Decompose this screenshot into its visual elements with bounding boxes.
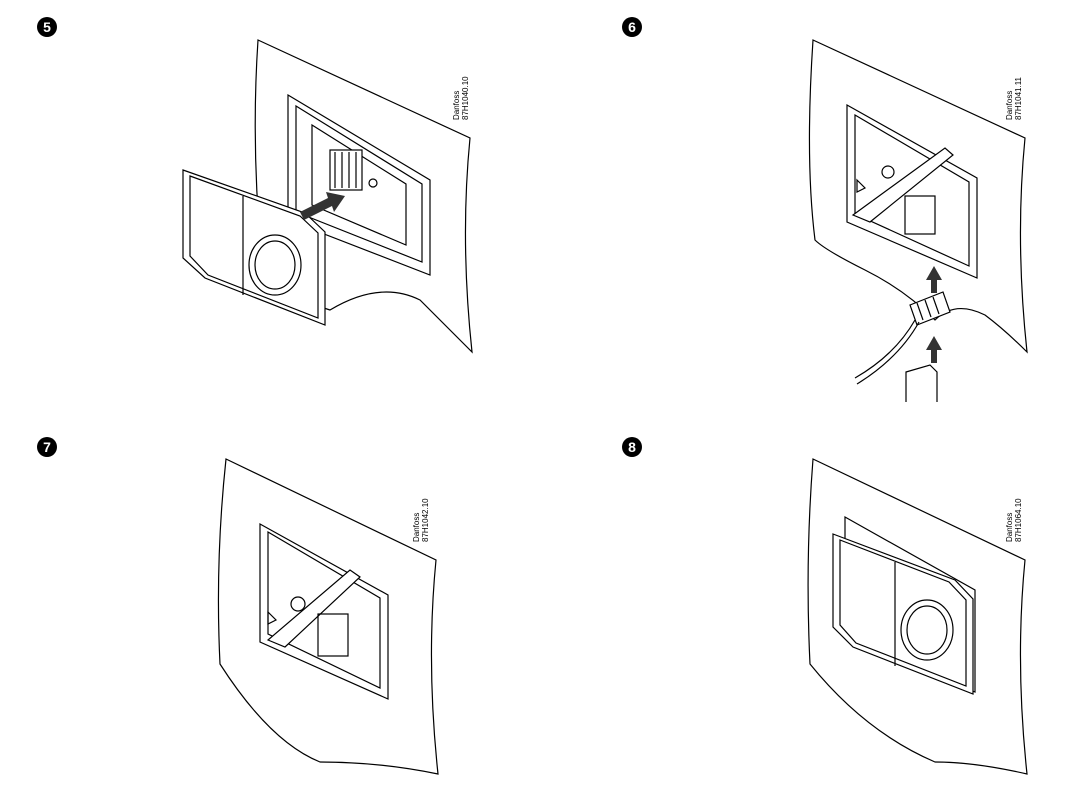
- wall-plate-frame: [846, 103, 978, 279]
- step-6-drawing-code: Danfoss 87H1041.11: [1005, 77, 1023, 120]
- step-7-illustration: [217, 458, 439, 775]
- step-5-code: 87H1040.10: [461, 76, 470, 120]
- step-6-brand: Danfoss: [1005, 90, 1014, 120]
- step-6-number: 6: [622, 17, 642, 37]
- step-8-brand: Danfoss: [1005, 512, 1014, 542]
- wall-outline: [807, 458, 1028, 775]
- step-5-panel: 5 Danfoss 87H1040.10: [0, 0, 535, 402]
- cable: [854, 319, 916, 379]
- step-8-code: 87H1064.10: [1014, 498, 1023, 542]
- thermostat-dial: [900, 599, 954, 661]
- step-6-code: 87H1041.11: [1014, 77, 1023, 120]
- step-6-illustration: [808, 39, 1028, 402]
- insert-arrow-icon: [926, 266, 942, 363]
- step-5-number: 5: [37, 17, 57, 37]
- terminal-block: [909, 291, 951, 326]
- mounting-clip: [266, 569, 361, 648]
- step-7-code: 87H1042.10: [421, 498, 430, 542]
- step-8-drawing-code: Danfoss 87H1064.10: [1005, 498, 1023, 542]
- insert-arrow-icon: [300, 192, 345, 220]
- wall-plate-frame: [259, 522, 389, 700]
- cover-cap: [905, 364, 938, 402]
- wall-outline: [217, 458, 439, 775]
- mounting-clip: [851, 147, 954, 223]
- step-7-brand: Danfoss: [412, 512, 421, 542]
- step-5-brand: Danfoss: [452, 90, 461, 120]
- step-8-panel: 8 Danfoss 87H1064.10: [535, 402, 1070, 804]
- step-6-panel: 6 Danfoss 87H1041.11: [535, 0, 1070, 402]
- step-8-illustration: [807, 458, 1028, 775]
- step-8-number: 8: [622, 437, 642, 457]
- step-7-number: 7: [37, 437, 57, 457]
- thermostat-dial: [248, 234, 302, 296]
- wall-outline: [808, 39, 1028, 354]
- step-5-drawing-code: Danfoss 87H1040.10: [452, 76, 470, 120]
- step-7-drawing-code: Danfoss 87H1042.10: [412, 498, 430, 542]
- step-5-illustration: [182, 39, 473, 354]
- step-7-panel: 7 Danfoss 87H1042.10: [0, 402, 535, 804]
